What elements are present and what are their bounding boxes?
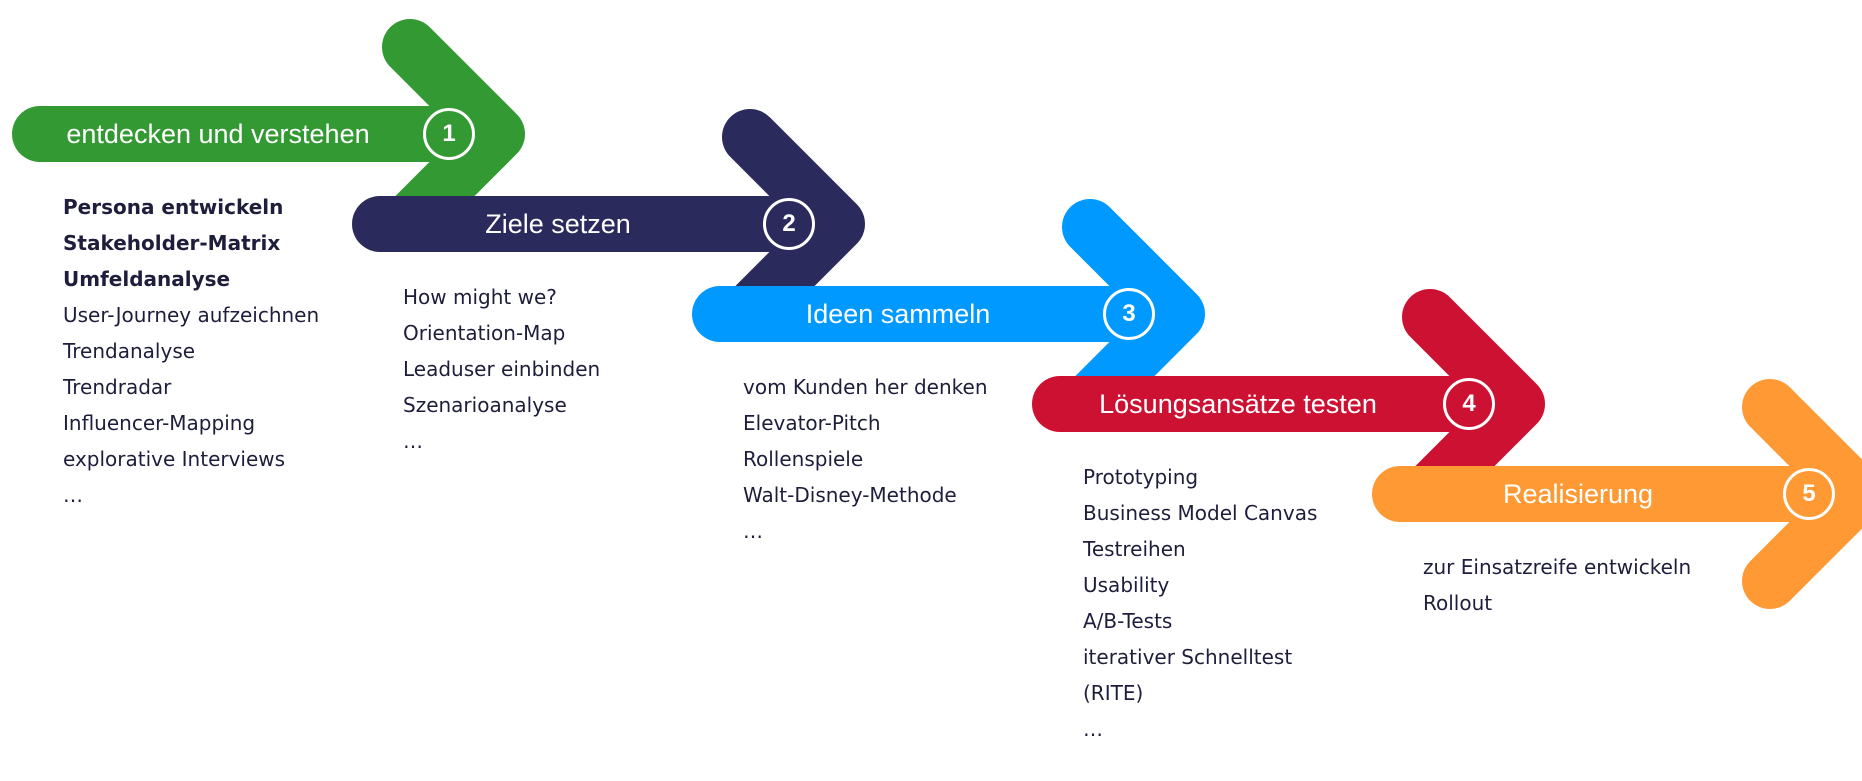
step-2-arrow [352, 109, 865, 339]
method-item: … [403, 429, 423, 453]
method-item: Szenarioanalyse [403, 393, 567, 417]
method-item: Usability [1083, 573, 1170, 597]
step-5-arrow [1372, 379, 1862, 609]
method-item: explorative Interviews [63, 447, 286, 471]
step-1-chevron [382, 19, 525, 249]
method-item: Rollenspiele [743, 447, 864, 471]
step-5-bar [1372, 466, 1842, 522]
method-item: User-Journey aufzeichnen [63, 303, 320, 327]
step-2-title: Ziele setzen [485, 209, 631, 239]
step-3-bar [692, 286, 1162, 342]
method-item: Stakeholder-Matrix [63, 231, 281, 255]
method-item: Leaduser einbinden [403, 357, 601, 381]
method-item: A/B-Tests [1083, 609, 1173, 633]
step-4-bar [1032, 376, 1502, 432]
step-3-arrow [692, 199, 1205, 429]
method-item: iterativer Schnelltest [1083, 645, 1293, 669]
method-item: Trendanalyse [63, 339, 196, 363]
method-item: vom Kunden her denken [743, 375, 988, 399]
step-4-chevron [1402, 289, 1545, 519]
method-item: Testreihen [1083, 537, 1186, 561]
method-item: Rollout [1423, 591, 1493, 615]
step-1-number-badge: 1 [423, 108, 475, 160]
step-4-title: Lösungsansätze testen [1099, 389, 1377, 419]
method-item: … [743, 519, 763, 543]
method-item: Orientation-Map [403, 321, 566, 345]
method-item: How might we? [403, 285, 557, 309]
step-3-chevron [1062, 199, 1205, 429]
method-item: Trendradar [63, 375, 172, 399]
step-1-bar [12, 106, 482, 162]
method-item: Umfeldanalyse [63, 267, 231, 291]
step-3-title: Ideen sammeln [805, 299, 991, 329]
method-item: Influencer-Mapping [63, 411, 256, 435]
step-5-chevron [1742, 379, 1862, 609]
step-5-title: Realisierung [1502, 479, 1654, 509]
method-item: Elevator-Pitch [743, 411, 881, 435]
method-item: Prototyping [1083, 465, 1199, 489]
method-item: … [63, 483, 83, 507]
method-item: (RITE) [1083, 681, 1144, 705]
step-2-number-badge: 2 [763, 198, 815, 250]
method-item: zur Einsatzreife entwickeln [1423, 555, 1692, 579]
step-1-title: entdecken und verstehen [66, 119, 370, 149]
method-item: Walt-Disney-Methode [743, 483, 957, 507]
method-item: … [1083, 717, 1103, 741]
step-4-number-badge: 4 [1443, 378, 1495, 430]
step-1-arrow [12, 19, 525, 249]
step-4-arrow [1032, 289, 1545, 519]
step-2-chevron [722, 109, 865, 339]
step-3-number-badge: 3 [1103, 288, 1155, 340]
step-5-number-badge: 5 [1783, 468, 1835, 520]
step-2-bar [352, 196, 822, 252]
method-item: Business Model Canvas [1083, 501, 1318, 525]
method-item: Persona entwickeln [63, 195, 284, 219]
